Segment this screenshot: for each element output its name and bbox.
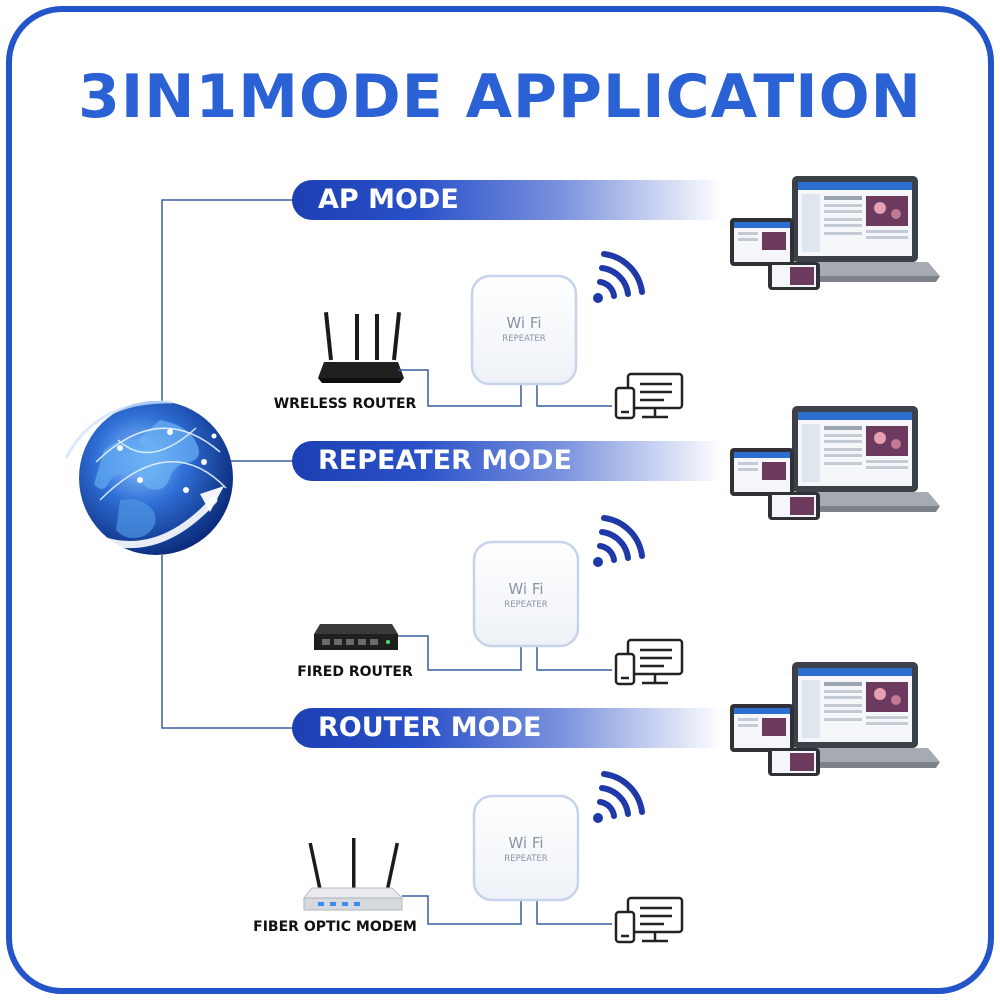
repeater-label-text: REPEATER: [504, 854, 547, 864]
mode-label-repeater: REPEATER MODE: [318, 445, 572, 476]
rounded-frame: [6, 6, 994, 994]
section-router: Wi Fi REPEATER: [302, 662, 940, 944]
laptop-icon: [730, 406, 940, 520]
device-label-fiber-modem: FIBER OPTIC MODEM: [253, 919, 417, 935]
device-label-wireless-router: WRELESS ROUTER: [273, 396, 417, 412]
repeater-wifi-text: Wi Fi: [506, 314, 541, 332]
mode-band-router: ROUTER MODE: [292, 708, 722, 748]
monitor-phone-icon: [614, 638, 684, 686]
wifi-signal-icon: [593, 515, 645, 567]
wired-router-image: [314, 624, 398, 650]
repeater-wifi-text: Wi Fi: [508, 580, 543, 598]
wifi-signal-icon: [593, 251, 645, 303]
repeater-wifi-text: Wi Fi: [508, 834, 543, 852]
device-label-wired-router: FIRED ROUTER: [297, 664, 413, 680]
mode-band-ap: AP MODE: [292, 180, 722, 220]
wifi-signal-icon: [593, 771, 645, 823]
laptop-icon: [730, 176, 940, 290]
connector-lines: [161, 199, 300, 729]
page-title: 3IN1MODE APPLICATION: [78, 62, 922, 132]
laptop-icon: [730, 662, 940, 776]
monitor-phone-icon: [614, 896, 684, 944]
monitor-phone-icon: [614, 372, 684, 420]
fiber-modem-image: [302, 838, 404, 911]
section-repeater: Wi Fi REPEATER: [314, 406, 940, 686]
repeater-label-text: REPEATER: [504, 600, 547, 610]
globe-icon: [64, 400, 233, 555]
repeater-label-text: REPEATER: [502, 334, 545, 344]
mode-label-router: ROUTER MODE: [318, 712, 542, 743]
wifi-repeater-image: Wi Fi REPEATER: [472, 794, 580, 902]
wifi-repeater-image: Wi Fi REPEATER: [470, 274, 578, 386]
mode-band-repeater: REPEATER MODE: [292, 441, 722, 481]
wireless-router-image: [318, 312, 404, 383]
wifi-repeater-image: Wi Fi REPEATER: [472, 540, 580, 648]
mode-label-ap: AP MODE: [318, 184, 459, 215]
section-ap: Wi Fi REPEATER: [318, 176, 940, 420]
